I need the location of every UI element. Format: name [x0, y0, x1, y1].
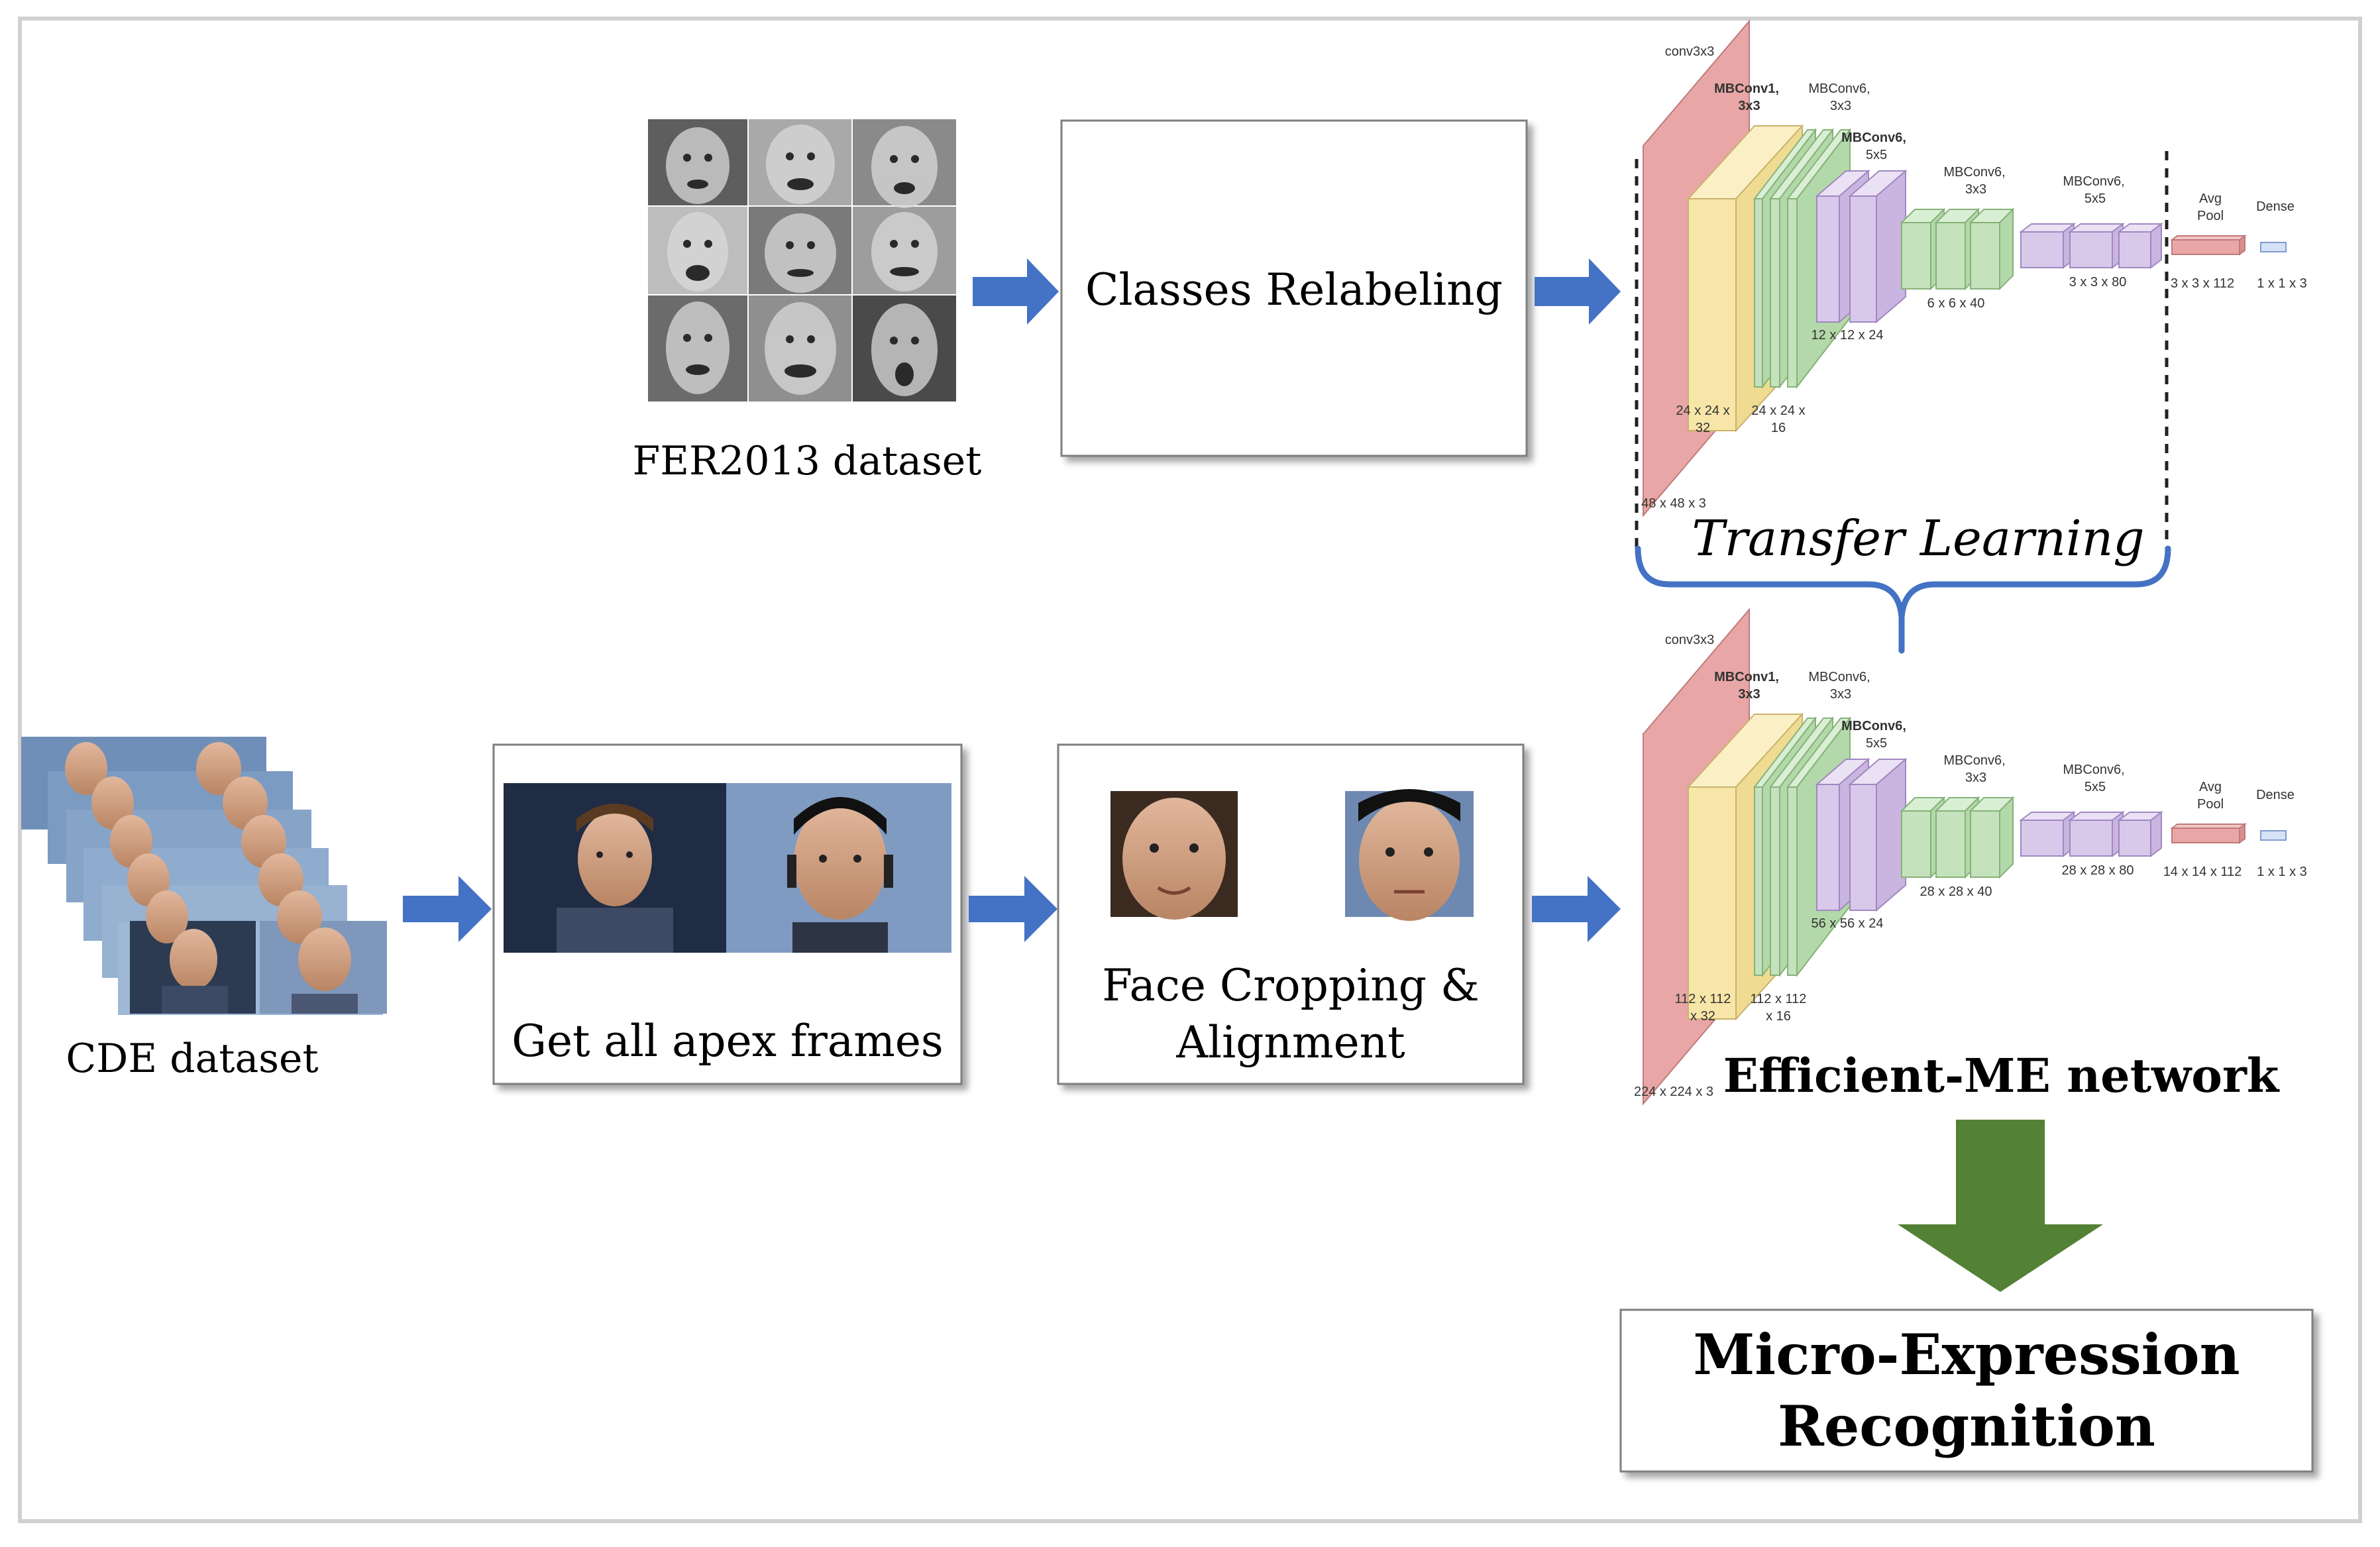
top-dim-green2: 6 x 6 x 40: [1927, 296, 1985, 311]
bottom-dim-green2: 28 x 28 x 40: [1920, 884, 1992, 899]
apex-frames-label: Get all apex frames: [512, 1016, 944, 1067]
top-mb2-label: MBConv6,: [1808, 81, 1870, 96]
top-mb1-kernel: 3x3: [1738, 99, 1760, 113]
apex-frame-images: [504, 783, 951, 953]
result-line2: Recognition: [1778, 1393, 2155, 1459]
bottom-avgpool-label2: Pool: [2197, 797, 2224, 812]
fer2013-caption: FER2013 dataset: [633, 438, 982, 484]
efficient-me-label: Efficient-ME network: [1723, 1048, 2280, 1103]
top-mb2-kernel: 3x3: [1830, 99, 1851, 113]
bottom-dim-green1b: x 16: [1766, 1009, 1791, 1024]
top-mb4-kernel: 3x3: [1965, 182, 1986, 197]
top-mb1-label: MBConv1,: [1714, 81, 1779, 96]
bottom-mb2-label: MBConv6,: [1808, 670, 1870, 684]
transfer-learning-brace: [1635, 545, 2171, 654]
bottom-mb2-kernel: 3x3: [1830, 687, 1851, 702]
top-dim-dense: 1 x 1 x 3: [2257, 276, 2307, 291]
top-avgpool-label2: Pool: [2197, 209, 2224, 223]
bottom-dim-purple1: 56 x 56 x 24: [1812, 916, 1884, 931]
transfer-learning-label: Transfer Learning: [1692, 510, 2144, 567]
top-mb3-kernel: 5x5: [1866, 148, 1887, 162]
bottom-dim-dense: 1 x 1 x 3: [2257, 865, 2307, 879]
arrow-crop-to-network: [1532, 876, 1621, 942]
bottom-mb5-label: MBConv6,: [2063, 763, 2124, 777]
network-top: conv3x3 MBConv1, 3x3 MBConv6, 3x3 MBConv…: [1641, 19, 2307, 517]
arrow-network-to-result: [1898, 1120, 2103, 1292]
bottom-dim-green1: 112 x 112: [1751, 992, 1807, 1006]
top-dim-purple1: 12 x 12 x 24: [1812, 328, 1884, 343]
bottom-mb1-label: MBConv1,: [1714, 670, 1779, 684]
top-dim-yellow: 24 x 24 x: [1676, 403, 1729, 418]
classes-relabeling-label: Classes Relabeling: [1085, 264, 1503, 315]
arrow-cde-to-apex: [403, 876, 492, 942]
bottom-conv-label: conv3x3: [1665, 633, 1715, 647]
face-cropping-label-line2: Alignment: [1175, 1017, 1405, 1068]
cropped-faces: [1110, 789, 1474, 921]
arrow-apex-to-crop: [969, 876, 1057, 942]
network-bottom: conv3x3 MBConv1, 3x3 MBConv6, 3x3 MBConv…: [1634, 608, 2307, 1106]
top-dim-yellow2: 32: [1696, 421, 1710, 435]
top-conv-label: conv3x3: [1665, 44, 1715, 59]
top-dim-pool: 3 x 3 x 112: [2171, 276, 2234, 291]
micro-expression-box: [1619, 1308, 2314, 1473]
bottom-mb1-kernel: 3x3: [1738, 687, 1760, 702]
bottom-dim-yellow2: x 32: [1690, 1009, 1715, 1024]
top-dense-label: Dense: [2256, 199, 2295, 214]
bottom-dim-yellow: 112 x 112: [1675, 992, 1731, 1006]
top-dim-green1: 24 x 24 x: [1751, 403, 1805, 418]
result-line1: Micro-Expression: [1693, 1322, 2240, 1387]
top-mb5-label: MBConv6,: [2063, 174, 2124, 189]
bottom-dim-input: 224 x 224 x 3: [1634, 1085, 1713, 1099]
top-avgpool-label: Avg: [2199, 191, 2222, 206]
top-mb4-label: MBConv6,: [1943, 165, 2005, 180]
bottom-dim-pool: 14 x 14 x 112: [2163, 865, 2242, 879]
arrow-fer-to-relabel: [973, 258, 1059, 325]
arrow-relabel-to-network: [1535, 258, 1621, 325]
top-dim-purple2: 3 x 3 x 80: [2069, 275, 2127, 290]
bottom-mb3-kernel: 5x5: [1866, 736, 1887, 751]
top-dim-green1b: 16: [1771, 421, 1786, 435]
bottom-mb4-kernel: 3x3: [1965, 771, 1986, 785]
bottom-dim-purple2: 28 x 28 x 80: [2062, 863, 2134, 878]
bottom-mb4-label: MBConv6,: [1943, 753, 2005, 768]
bottom-avgpool-label: Avg: [2199, 780, 2222, 794]
fer2013-face-grid: [648, 119, 956, 401]
classes-relabeling-box: [1060, 119, 1528, 457]
face-cropping-label-line1: Face Cropping &: [1102, 960, 1480, 1011]
cde-frame-stack: [21, 737, 387, 1015]
top-dim-input: 48 x 48 x 3: [1641, 496, 1706, 511]
cde-caption: CDE dataset: [66, 1036, 318, 1082]
top-mb5-kernel: 5x5: [2084, 191, 2106, 206]
top-mb3-label: MBConv6,: [1841, 131, 1906, 145]
bottom-mb5-kernel: 5x5: [2084, 780, 2106, 794]
bottom-dense-label: Dense: [2256, 788, 2295, 802]
bottom-mb3-label: MBConv6,: [1841, 719, 1906, 733]
